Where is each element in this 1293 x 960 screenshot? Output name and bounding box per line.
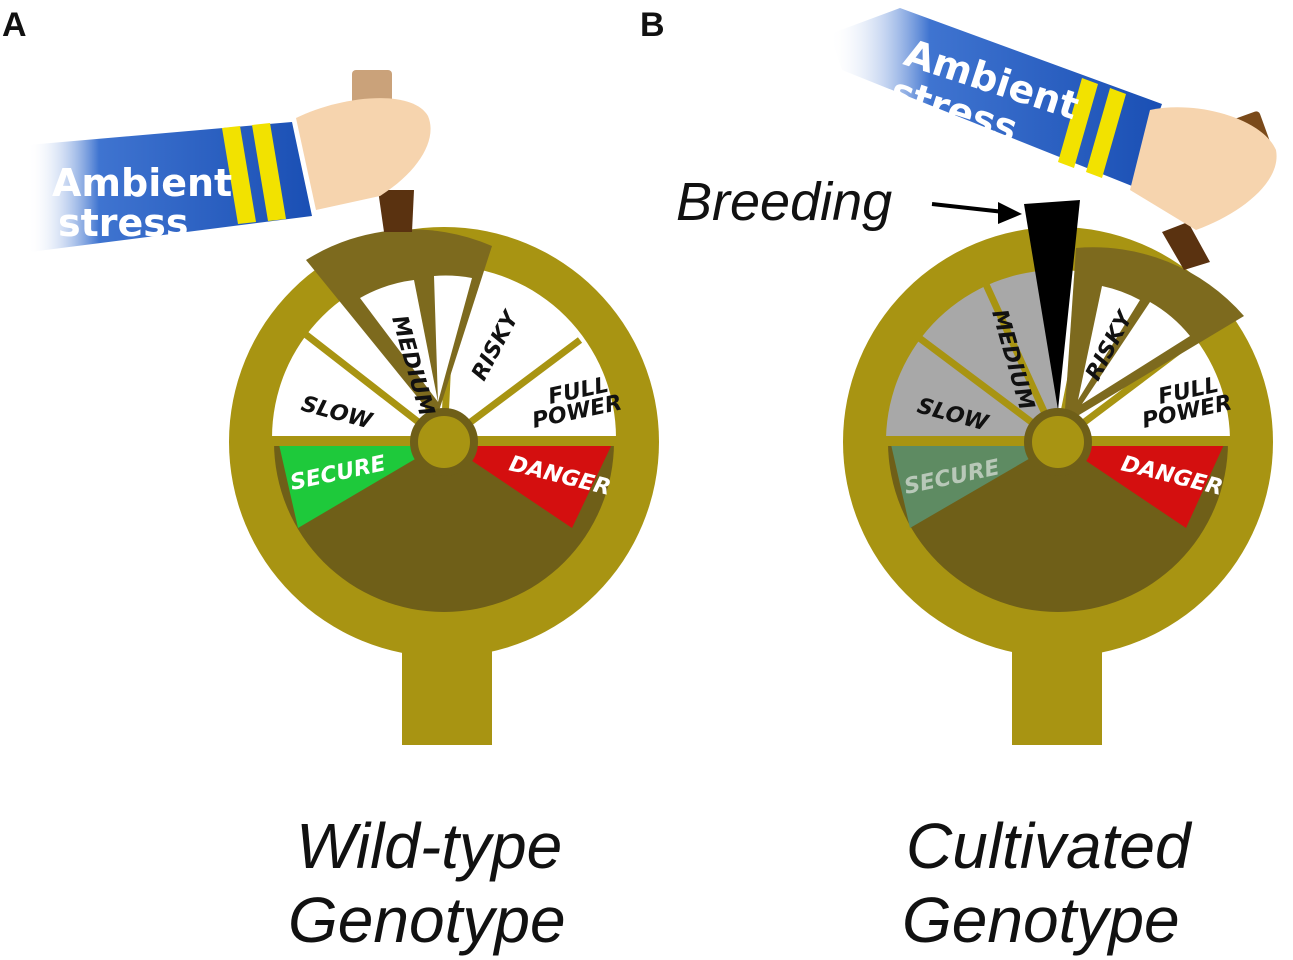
dial-b-hub bbox=[1024, 408, 1092, 476]
panel-b: B SLOW MEDIU bbox=[640, 6, 1277, 956]
dial-a-hub bbox=[410, 408, 478, 476]
sleeve-a-stripe-1 bbox=[222, 126, 256, 224]
dial-b-danger-segment bbox=[1058, 440, 1226, 528]
dial-a-lever-window-left bbox=[360, 280, 438, 402]
panel-a: A bbox=[2, 6, 659, 956]
caption-b-line1: Cultivated bbox=[906, 810, 1193, 882]
dial-b-gray-zone bbox=[886, 269, 1060, 442]
telegraph-dial-a: SLOW MEDIUM RISKY FULL POWER SECURE DANG… bbox=[229, 227, 659, 745]
caption-a-line2: Genotype bbox=[288, 884, 566, 956]
caption-a-line1: Wild-type bbox=[296, 810, 562, 882]
hand-b bbox=[1130, 107, 1277, 230]
panel-a-letter: A bbox=[2, 6, 27, 44]
hand-a bbox=[296, 98, 431, 210]
lever-a-handle bbox=[378, 190, 414, 232]
lever-b-handle bbox=[1162, 222, 1210, 270]
breeding-arrow bbox=[931, 202, 1022, 224]
arm-a: Ambient stress bbox=[28, 70, 431, 252]
sleeve-b-stripe-2 bbox=[1086, 88, 1126, 178]
sleeve-a-text-line1: Ambient bbox=[52, 161, 232, 205]
sleeve-a-stripe-2 bbox=[252, 123, 286, 221]
caption-b-line2: Genotype bbox=[902, 884, 1180, 956]
dial-b-secure-segment bbox=[890, 440, 1058, 528]
sleeve-a-text-line2: stress bbox=[58, 201, 189, 245]
breeding-wedge bbox=[1024, 200, 1080, 410]
dial-b-lever-window-left bbox=[1078, 286, 1140, 400]
dial-a-secure-segment bbox=[278, 440, 444, 528]
dial-a-lever-window-right bbox=[434, 275, 472, 402]
dial-a-danger-segment bbox=[444, 440, 614, 528]
sleeve-b-stripe-1 bbox=[1058, 78, 1098, 168]
dial-b-lever-window-right bbox=[1082, 302, 1190, 404]
telegraph-dial-b: SLOW MEDIUM RISKY FULL POWER SECURE DANG… bbox=[843, 200, 1273, 745]
panel-b-letter: B bbox=[640, 6, 665, 44]
breeding-label: Breeding bbox=[676, 172, 892, 232]
